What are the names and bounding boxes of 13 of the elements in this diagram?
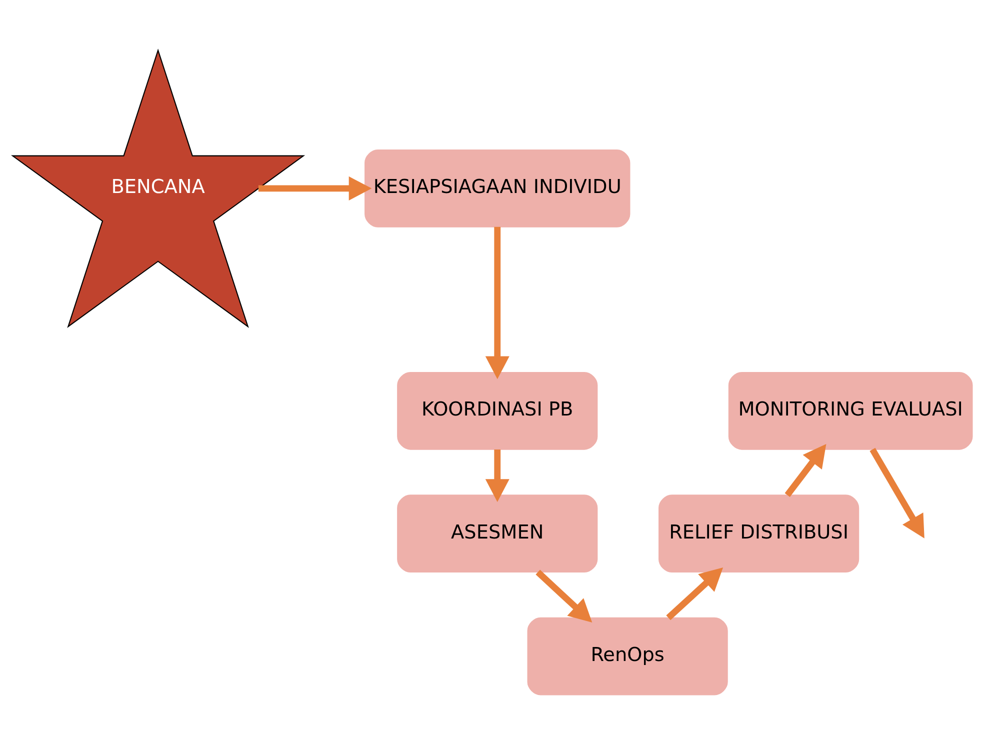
node-box: ASESMEN xyxy=(397,494,598,572)
arrow xyxy=(870,447,924,538)
arrow xyxy=(485,226,510,379)
arrow xyxy=(666,567,724,620)
node-box: KOORDINASI PB xyxy=(397,371,598,450)
arrow xyxy=(536,569,592,622)
arrow xyxy=(258,176,372,200)
node-box: KESIAPSIAGAAN INDIVIDU xyxy=(364,148,630,227)
node-box: MONITORING EVALUASI xyxy=(728,371,973,450)
arrow xyxy=(784,443,826,496)
arrow xyxy=(485,448,510,502)
node-box: RenOps xyxy=(527,616,728,695)
node-box: RELIEF DISTRIBUSI xyxy=(658,494,860,572)
